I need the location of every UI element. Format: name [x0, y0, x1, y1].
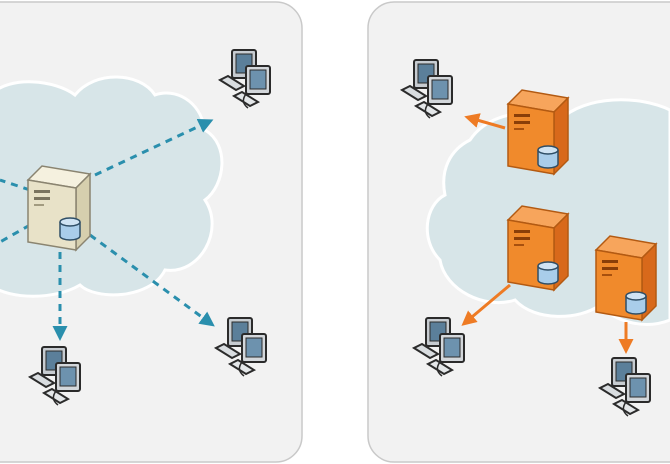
database-icon	[59, 217, 81, 241]
server-icon	[595, 235, 657, 321]
panel-centralized	[0, 1, 303, 463]
link-to-client-top-left	[464, 113, 506, 130]
link-to-client-top-right	[94, 119, 214, 177]
database-icon	[537, 261, 559, 285]
server-icon	[507, 205, 569, 291]
database-icon	[625, 291, 647, 315]
database-icon	[537, 145, 559, 169]
link-to-client-left	[0, 178, 31, 192]
server-icon	[27, 165, 91, 251]
panel-distributed	[367, 1, 670, 463]
links-distributed	[461, 113, 634, 354]
link-to-client-bottom-left	[461, 283, 511, 326]
links-centralized	[0, 119, 215, 341]
server-icon	[507, 89, 569, 175]
link-to-client-left-lower	[0, 223, 31, 244]
